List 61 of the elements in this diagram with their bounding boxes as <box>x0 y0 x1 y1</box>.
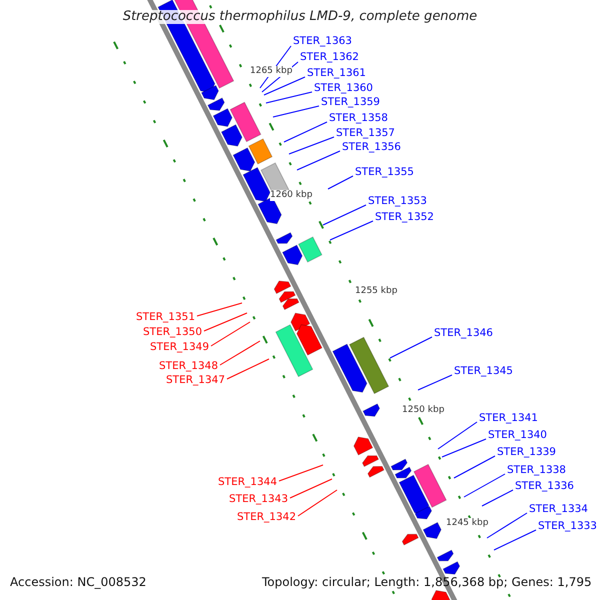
leader-line <box>264 76 306 96</box>
tick-label: 1245 kbp <box>446 518 488 529</box>
leader-line <box>284 122 328 142</box>
gene-label: STER_1356 <box>342 140 401 154</box>
gene-label: STER_1340 <box>488 428 547 442</box>
gene-label: STER_1338 <box>507 463 566 477</box>
gene-label: STER_1363 <box>293 34 352 48</box>
gene-label: STER_1339 <box>497 445 556 459</box>
leader-line <box>418 374 452 390</box>
gene-label: STER_1336 <box>515 479 574 493</box>
gene-label: STER_1353 <box>368 194 427 208</box>
leader-line <box>482 490 514 506</box>
leader-line <box>494 530 536 550</box>
leader-line <box>278 464 324 482</box>
leader-line <box>288 136 334 154</box>
tick-label: 1250 kbp <box>402 405 444 416</box>
leader-line <box>438 422 478 450</box>
leader-line <box>266 92 312 104</box>
accession-text: Accession: NC_008532 <box>10 575 146 589</box>
gene-label: STER_1333 <box>538 519 597 533</box>
gene-label: STER_1357 <box>336 126 395 140</box>
leader-line <box>290 478 332 498</box>
leader-line <box>464 474 506 498</box>
gene-label: STER_1334 <box>529 502 588 516</box>
gene-label: STER_1362 <box>300 50 359 64</box>
leader-line <box>330 220 374 240</box>
leader-line <box>298 490 338 516</box>
gene-label: STER_1350 <box>143 325 202 339</box>
tick-label: 1255 kbp <box>355 286 398 297</box>
gene-label: STER_1347 <box>166 373 225 387</box>
tick-label: 1260 kbp <box>270 190 312 201</box>
gene-label: STER_1344 <box>218 475 277 489</box>
leader-line <box>442 438 486 458</box>
gene-label: STER_1352 <box>375 210 434 224</box>
leader-line <box>296 150 340 170</box>
gene-label: STER_1358 <box>329 111 388 125</box>
tick-label: 1265 kbp <box>250 66 292 77</box>
gene-label: STER_1361 <box>307 66 366 80</box>
leader-line <box>390 336 432 358</box>
gene-label: STER_1351 <box>136 310 195 324</box>
gene-label: STER_1343 <box>229 492 288 506</box>
leader-line <box>220 340 260 366</box>
leader-line <box>210 322 250 346</box>
gene-label: STER_1349 <box>150 340 209 354</box>
leader-line <box>322 204 366 226</box>
gene-label: STER_1346 <box>434 326 493 340</box>
gene-label: STER_1355 <box>355 165 414 179</box>
gene-label: STER_1345 <box>454 364 513 378</box>
gene-label: STER_1348 <box>159 359 218 373</box>
genome-summary-text: Topology: circular; Length: 1,856,368 bp; Genes: 1,795 <box>262 575 592 589</box>
gene-label: STER_1359 <box>321 95 380 109</box>
leader-line <box>272 106 320 118</box>
gene-label: STER_1360 <box>314 81 373 95</box>
leader-line <box>196 302 242 316</box>
gene-label: STER_1341 <box>479 411 538 425</box>
leader-line <box>226 358 270 380</box>
gene-label: STER_1342 <box>237 510 296 524</box>
leader-line <box>204 312 248 332</box>
leader-line <box>486 512 528 538</box>
leader-line <box>454 456 496 478</box>
leader-line <box>328 176 354 190</box>
